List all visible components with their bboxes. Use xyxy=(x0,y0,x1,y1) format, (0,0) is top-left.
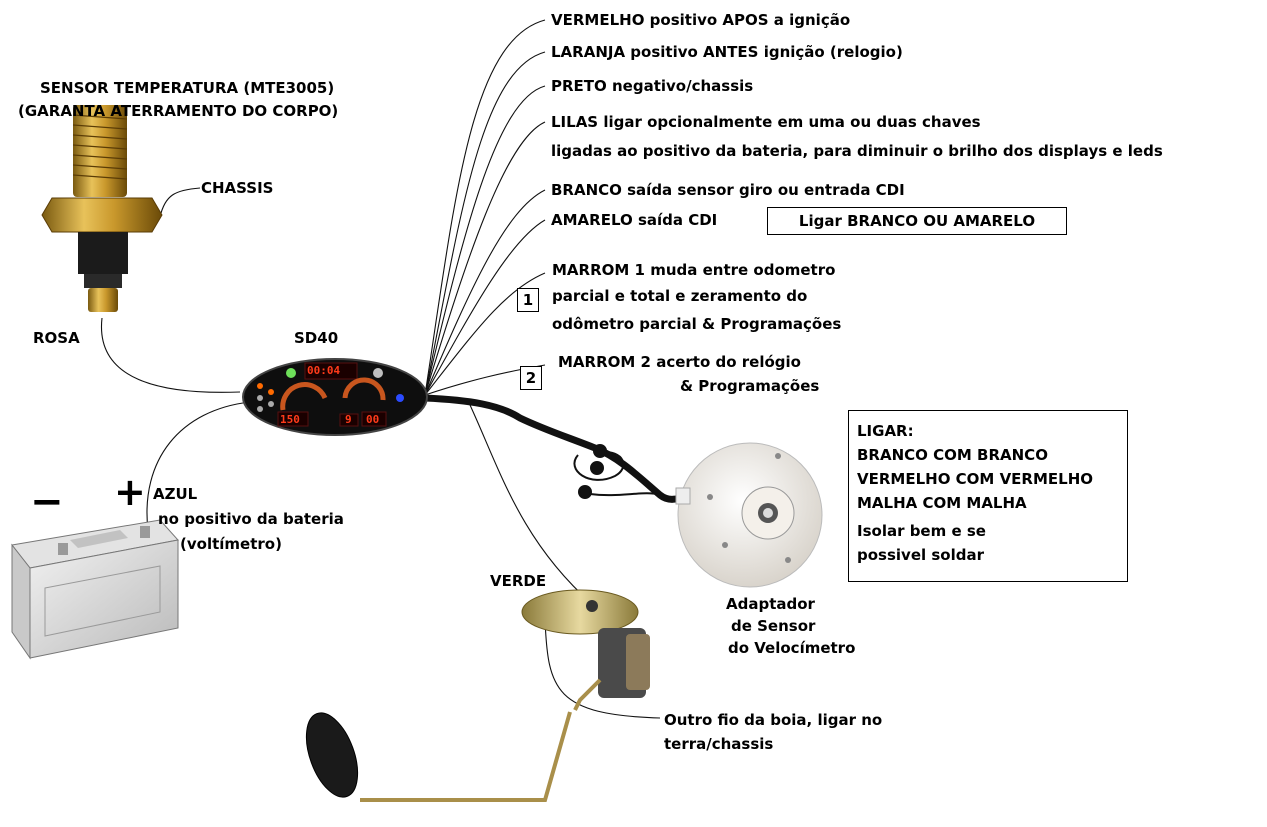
temperature-sensor xyxy=(41,105,163,312)
sensor-title-line2: (GARANTA ATERRAMENTO DO CORPO) xyxy=(18,102,339,120)
sd40-device xyxy=(242,358,428,436)
speed-adapter xyxy=(675,442,823,588)
adapter-label-line1: Adaptador xyxy=(726,595,815,613)
verde-label: VERDE xyxy=(490,572,547,590)
marrom2-number-box: 2 xyxy=(520,366,542,390)
wire-marrom2-line2: & Programações xyxy=(680,377,820,395)
sensor-title-line1: SENSOR TEMPERATURA (MTE3005) xyxy=(40,79,335,97)
ligar-line2: BRANCO COM BRANCO xyxy=(857,446,1048,464)
wire-marrom1-line1: MARROM 1 muda entre odometro xyxy=(552,261,836,279)
azul-desc-line1: no positivo da bateria xyxy=(158,510,344,528)
boia-wire-line1: Outro fio da boia, ligar no xyxy=(664,711,883,729)
splice-connector xyxy=(573,444,661,499)
wire-vermelho-label: VERMELHO positivo APOS a ignição xyxy=(551,11,851,29)
wire-lilas-label-line1: LILAS ligar opcionalmente em uma ou duas… xyxy=(551,113,981,131)
ligar-line4: MALHA COM MALHA xyxy=(857,494,1027,512)
sd40-display-gear: 9 xyxy=(345,413,352,426)
ligar-branco-amarelo-text: Ligar BRANCO OU AMARELO xyxy=(798,212,1036,230)
azul-desc-line2: (voltímetro) xyxy=(180,535,282,553)
wire-marrom2-line1: MARROM 2 acerto do relógio xyxy=(558,353,801,371)
sd40-display-right: 00 xyxy=(366,413,380,426)
battery-plus-sign: + xyxy=(114,470,146,514)
adapter-label-line2: de Sensor xyxy=(731,617,816,635)
fuel-sender xyxy=(305,589,650,802)
sd40-display-speed: 150 xyxy=(280,413,300,426)
azul-label: AZUL xyxy=(153,485,198,503)
rosa-label: ROSA xyxy=(33,329,80,347)
battery xyxy=(11,519,179,660)
marrom1-number-box: 1 xyxy=(517,288,539,312)
wire-lilas-label-line2: ligadas ao positivo da bateria, para dim… xyxy=(551,142,1163,160)
sd40-display-clock: 00:04 xyxy=(307,364,341,377)
ligar-branco-amarelo-box: Ligar BRANCO OU AMARELO xyxy=(767,207,1067,235)
ligar-line1: LIGAR: xyxy=(857,422,914,440)
ligar-instructions-box: LIGAR: BRANCO COM BRANCO VERMELHO COM VE… xyxy=(848,410,1128,582)
sd40-label: SD40 xyxy=(294,329,339,347)
wire-amarelo-label: AMARELO saída CDI xyxy=(551,211,718,229)
wire-laranja-label: LARANJA positivo ANTES ignição (relogio) xyxy=(551,43,903,61)
chassis-label: CHASSIS xyxy=(201,179,274,197)
wire-branco-label: BRANCO saída sensor giro ou entrada CDI xyxy=(551,181,905,199)
ligar-line3: VERMELHO COM VERMELHO xyxy=(857,470,1094,488)
battery-minus-sign: − xyxy=(30,479,64,525)
ligar-line6: possivel soldar xyxy=(857,546,984,564)
signal-wires xyxy=(100,19,661,719)
wire-marrom1-line3: odômetro parcial & Programações xyxy=(552,315,842,333)
speed-sensor-cable xyxy=(421,394,694,503)
boia-wire-line2: terra/chassis xyxy=(664,735,774,753)
ligar-line5: Isolar bem e se xyxy=(857,522,986,540)
wire-preto-label: PRETO negativo/chassis xyxy=(551,77,754,95)
adapter-label-line3: do Velocímetro xyxy=(728,639,856,657)
wire-marrom1-line2: parcial e total e zeramento do xyxy=(552,287,808,305)
